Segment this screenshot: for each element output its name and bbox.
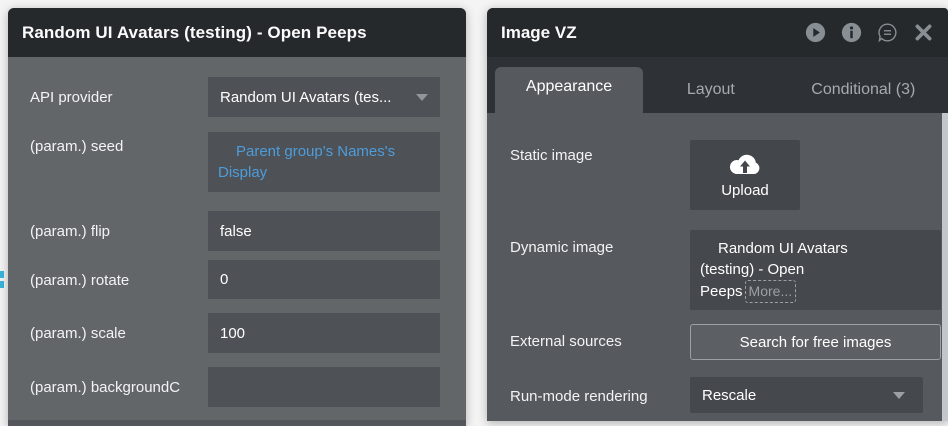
- chevron-down-icon: [416, 93, 428, 101]
- dynamic-image-value-line2: (testing) - Open: [700, 261, 805, 278]
- param-scale-field[interactable]: 100: [208, 313, 440, 353]
- left-panel-title: Random UI Avatars (testing) - Open Peeps: [22, 22, 367, 42]
- info-icon[interactable]: [841, 22, 862, 43]
- param-backgroundc-label: (param.) backgroundC: [30, 379, 181, 396]
- seed-expression-line1: Parent group's Names's: [236, 143, 396, 160]
- right-panel-title: Image VZ: [501, 22, 577, 42]
- element-handle-marker: [0, 271, 4, 278]
- param-flip-field[interactable]: false: [208, 211, 440, 251]
- dynamic-image-value-line3: Peeps: [700, 283, 743, 300]
- panel-bottom-edge: [8, 420, 466, 426]
- scrollbar-track[interactable]: [942, 113, 948, 421]
- close-icon[interactable]: [913, 22, 934, 43]
- param-rotate-label: (param.) rotate: [30, 272, 130, 289]
- search-free-images-button[interactable]: Search for free images: [690, 324, 941, 360]
- run-mode-rendering-dropdown[interactable]: Rescale: [690, 377, 923, 413]
- param-seed-field[interactable]: Parent group's Names's Display: [208, 132, 440, 192]
- left-panel-titlebar[interactable]: Random UI Avatars (testing) - Open Peeps: [8, 8, 466, 57]
- param-seed-label: (param.) seed: [30, 138, 124, 155]
- param-scale-value: 100: [220, 324, 246, 342]
- upload-button-label: Upload: [721, 181, 769, 199]
- tab-conditional[interactable]: Conditional (3): [811, 81, 916, 98]
- api-provider-property-panel: Random UI Avatars (testing) - Open Peeps…: [8, 8, 466, 426]
- param-flip-label: (param.) flip: [30, 223, 111, 240]
- run-mode-rendering-label: Run-mode rendering: [510, 388, 648, 405]
- upload-button[interactable]: Upload: [690, 140, 800, 210]
- api-provider-dropdown[interactable]: Random UI Avatars (tes...: [208, 77, 440, 117]
- image-element-property-panel: Image VZ Appearance Layout Conditi: [487, 8, 948, 421]
- right-panel-tabbar: Appearance Layout Conditional (3): [487, 57, 948, 113]
- param-rotate-field[interactable]: 0: [208, 260, 440, 299]
- external-sources-label: External sources: [510, 333, 622, 350]
- chevron-down-icon: [893, 391, 905, 399]
- play-icon[interactable]: [805, 22, 826, 43]
- element-handle-marker: [0, 281, 4, 288]
- comment-icon[interactable]: [877, 22, 898, 43]
- right-panel-body: Static image Upload Dynamic image Random…: [487, 113, 948, 421]
- cloud-upload-icon: [729, 154, 760, 174]
- tab-appearance[interactable]: Appearance: [495, 67, 644, 113]
- left-panel-body: API provider Random UI Avatars (tes... (…: [8, 57, 466, 426]
- tab-layout[interactable]: Layout: [686, 81, 735, 98]
- param-scale-label: (param.) scale: [30, 325, 126, 342]
- seed-expression-line2: Display: [218, 164, 268, 181]
- right-panel-titlebar[interactable]: Image VZ: [487, 8, 948, 57]
- api-provider-label: API provider: [30, 89, 113, 106]
- param-backgroundc-field[interactable]: [208, 367, 440, 407]
- dynamic-image-label: Dynamic image: [510, 239, 614, 256]
- dynamic-image-field[interactable]: Random UI Avatars (testing) - Open Peeps…: [690, 230, 941, 310]
- search-free-images-label: Search for free images: [739, 333, 892, 351]
- more-link[interactable]: More...: [744, 280, 797, 303]
- dynamic-image-value-line1: Random UI Avatars: [718, 240, 848, 257]
- static-image-label: Static image: [510, 147, 593, 164]
- run-mode-rendering-value: Rescale: [702, 386, 757, 404]
- param-rotate-value: 0: [220, 271, 229, 288]
- param-flip-value: false: [220, 222, 252, 240]
- api-provider-value: Random UI Avatars (tes...: [220, 88, 392, 106]
